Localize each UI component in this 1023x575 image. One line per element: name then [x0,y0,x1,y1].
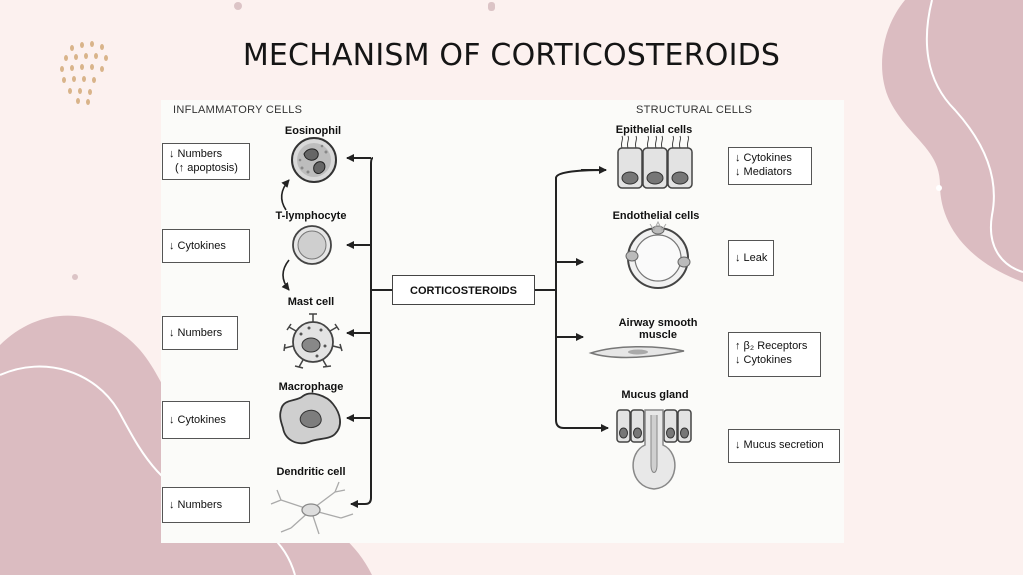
effect-epithelial-cells: ↓ Cytokines ↓ Mediators [728,147,812,185]
endothelial-cells [625,220,691,289]
effect-line: ↓ Leak [735,252,768,264]
label-mucus-gland: Mucus gland [621,389,689,401]
right-connectors [535,166,609,432]
eosinophil-cell [291,137,337,183]
label-t-lymphocyte: T-lymphocyte [275,210,347,222]
effect-line: ↓ Cytokines [169,240,226,252]
mucus-gland [616,409,692,490]
curved-arrow-tcell-to-mastcell [281,259,290,291]
macrophage-cell [279,392,341,445]
pink-blob-top-right [882,0,1023,282]
slide-title: MECHANISM OF CORTICOSTEROIDS [242,38,781,73]
label-endothelial-cells: Endothelial cells [612,210,700,222]
left-connectors [346,154,392,508]
effect-line: ↓ Cytokines [169,414,226,426]
diagram-graphics [270,135,693,535]
label-airway-smooth-muscle: Airway smooth muscle [619,317,698,341]
airway-smooth-muscle [588,346,685,359]
effect-line: ↓ Cytokines [735,354,792,366]
label-epithelial-cells: Epithelial cells [615,124,693,136]
dendritic-cell [270,481,354,535]
t-lymphocyte-cell [292,225,332,265]
decor-dot [936,185,942,191]
label-dendritic-cell: Dendritic cell [276,466,346,478]
effect-mucus-gland: ↓ Mucus secretion [728,429,840,463]
effect-t-lymphocyte: ↓ Cytokines [162,229,250,263]
corticosteroids-box: CORTICOSTEROIDS [392,275,535,305]
label-line: muscle [639,329,677,341]
epithelial-cells [617,135,693,189]
header-inflammatory-cells: INFLAMMATORY CELLS [173,104,303,116]
effect-airway-smooth-muscle: ↑ β₂ Receptors ↓ Cytokines [728,332,821,377]
corticosteroid-diagram: INFLAMMATORY CELLS STRUCTURAL CELLS Eosi… [161,100,844,543]
effect-line: ↑ β₂ Receptors [735,340,808,352]
label-macrophage: Macrophage [278,381,344,393]
effect-line: ↓ Numbers [169,499,223,511]
effect-line: ↓ Mucus secretion [735,439,824,451]
decor-dot [488,2,495,11]
dot-pattern [60,41,108,105]
effect-mast-cell: ↓ Numbers [162,316,238,350]
label-eosinophil: Eosinophil [284,125,342,137]
effect-endothelial-cells: ↓ Leak [728,240,774,276]
curved-arrow-tcell-to-eosinophil [280,179,290,211]
effect-eosinophil: ↓ Numbers (↑ apoptosis) [162,143,250,180]
effect-dendritic-cell: ↓ Numbers [162,487,250,523]
white-curve-top-right [925,0,1023,273]
decor-dot [234,2,242,10]
mast-cell [283,313,343,369]
decor-dot [72,274,78,280]
header-structural-cells: STRUCTURAL CELLS [636,104,753,116]
effect-line: ↓ Cytokines [735,152,792,164]
effect-line: ↓ Numbers [169,148,223,160]
effect-macrophage: ↓ Cytokines [162,401,250,439]
effect-line: (↑ apoptosis) [175,162,238,174]
label-line: Airway smooth [618,317,698,329]
effect-line: ↓ Mediators [735,166,792,178]
effect-line: ↓ Numbers [169,327,223,339]
label-mast-cell: Mast cell [287,296,335,308]
